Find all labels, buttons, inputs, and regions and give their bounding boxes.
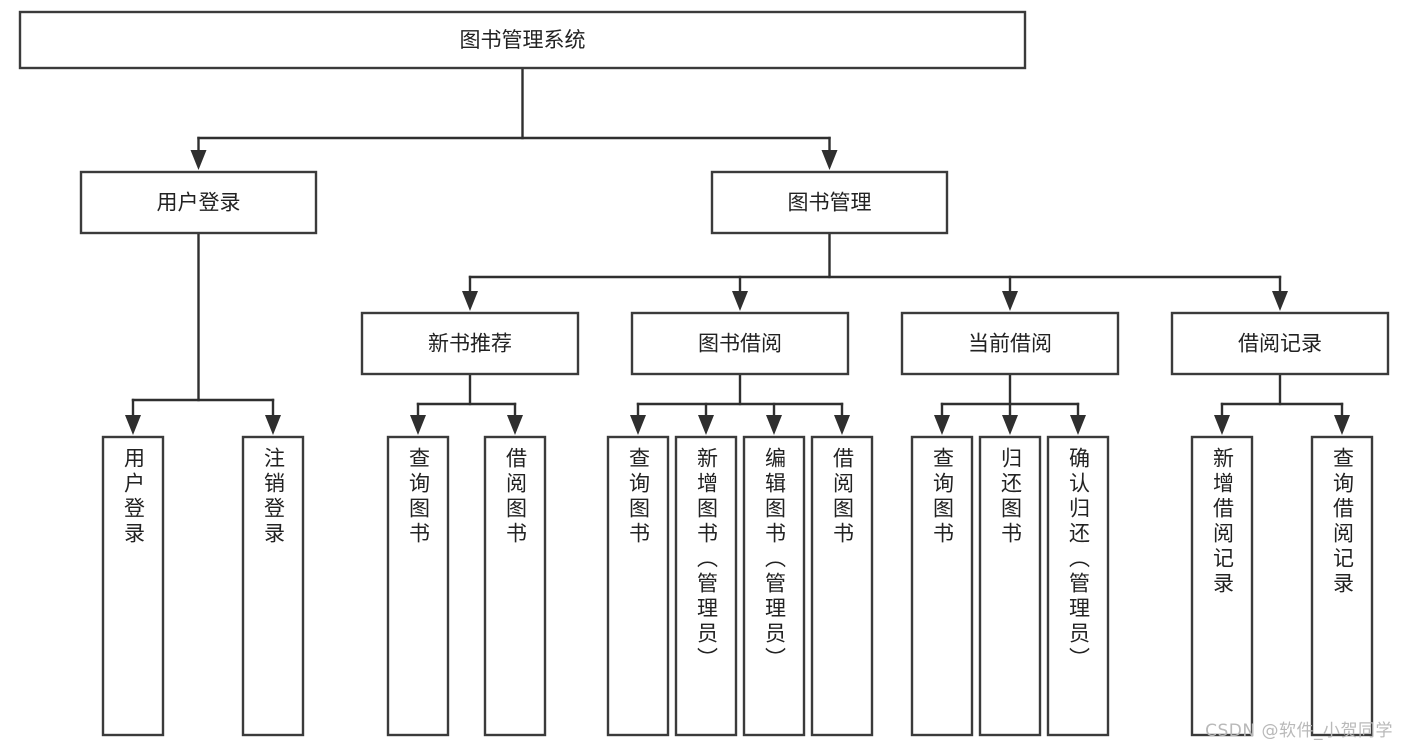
node-leaf-borrow-book-2[interactable] — [810, 435, 874, 737]
node-root-label: 图书管理系统 — [460, 28, 586, 52]
book-manage-to-l3-arrow-3 — [1272, 291, 1288, 311]
root-to-l2-arrow-0 — [190, 150, 207, 170]
node-borrow-record[interactable] — [1170, 311, 1390, 376]
node-book-manage[interactable] — [710, 170, 949, 235]
user-login-to-leaves-arrow-0 — [125, 415, 141, 435]
root-to-l2-arrow-1 — [821, 150, 838, 170]
node-leaf-user-logout[interactable] — [241, 435, 305, 737]
node-leaf-add-book[interactable] — [674, 435, 738, 737]
node-root-book-management-system[interactable] — [18, 10, 1027, 70]
node-leaf-confirm-return[interactable] — [1046, 435, 1110, 737]
node-new-book-recommend-label: 新书推荐 — [428, 332, 512, 356]
node-new-book-recommend[interactable] — [360, 311, 580, 376]
node-leaf-borrow-book-1[interactable] — [483, 435, 547, 737]
new-book-to-leaves-arrow-1 — [507, 415, 523, 435]
node-leaf-query-book-3[interactable] — [910, 435, 974, 737]
node-current-borrow-label: 当前借阅 — [968, 332, 1052, 356]
borrow-record-to-leaves-arrow-1 — [1334, 415, 1350, 435]
book-manage-to-l3-arrow-0 — [462, 291, 478, 311]
node-leaf-query-record[interactable] — [1310, 435, 1374, 737]
current-borrow-to-leaves-arrow-1 — [1002, 415, 1018, 435]
node-current-borrow[interactable] — [900, 311, 1120, 376]
watermark-text: CSDN @软件_小贺同学 — [1205, 721, 1393, 741]
borrow-record-to-leaves-arrow-0 — [1214, 415, 1230, 435]
node-leaf-query-book-1[interactable] — [386, 435, 450, 737]
book-borrow-to-leaves-arrow-2 — [766, 415, 782, 435]
book-borrow-to-leaves-arrow-1 — [698, 415, 714, 435]
current-borrow-to-leaves-arrow-2 — [1070, 415, 1086, 435]
node-leaf-edit-book[interactable] — [742, 435, 806, 737]
book-manage-to-l3-arrow-1 — [732, 291, 748, 311]
connectors-layer — [125, 66, 1350, 435]
current-borrow-to-leaves-arrow-0 — [934, 415, 950, 435]
user-login-to-leaves-arrow-1 — [265, 415, 281, 435]
node-leaf-add-record[interactable] — [1190, 435, 1254, 737]
node-book-manage-label: 图书管理 — [788, 191, 872, 215]
node-user-login[interactable] — [79, 170, 318, 235]
node-book-borrow[interactable] — [630, 311, 850, 376]
book-borrow-to-leaves-arrow-0 — [630, 415, 646, 435]
book-borrow-to-leaves-arrow-3 — [834, 415, 850, 435]
node-user-login-label: 用户登录 — [157, 191, 241, 215]
new-book-to-leaves-arrow-0 — [410, 415, 426, 435]
book-manage-to-l3-arrow-2 — [1002, 291, 1018, 311]
node-leaf-user-login[interactable] — [101, 435, 165, 737]
node-leaf-return-book[interactable] — [978, 435, 1042, 737]
node-leaf-query-book-2[interactable] — [606, 435, 670, 737]
node-borrow-record-label: 借阅记录 — [1238, 332, 1322, 356]
node-book-borrow-label: 图书借阅 — [698, 332, 782, 356]
boxes-layer — [18, 10, 1390, 737]
